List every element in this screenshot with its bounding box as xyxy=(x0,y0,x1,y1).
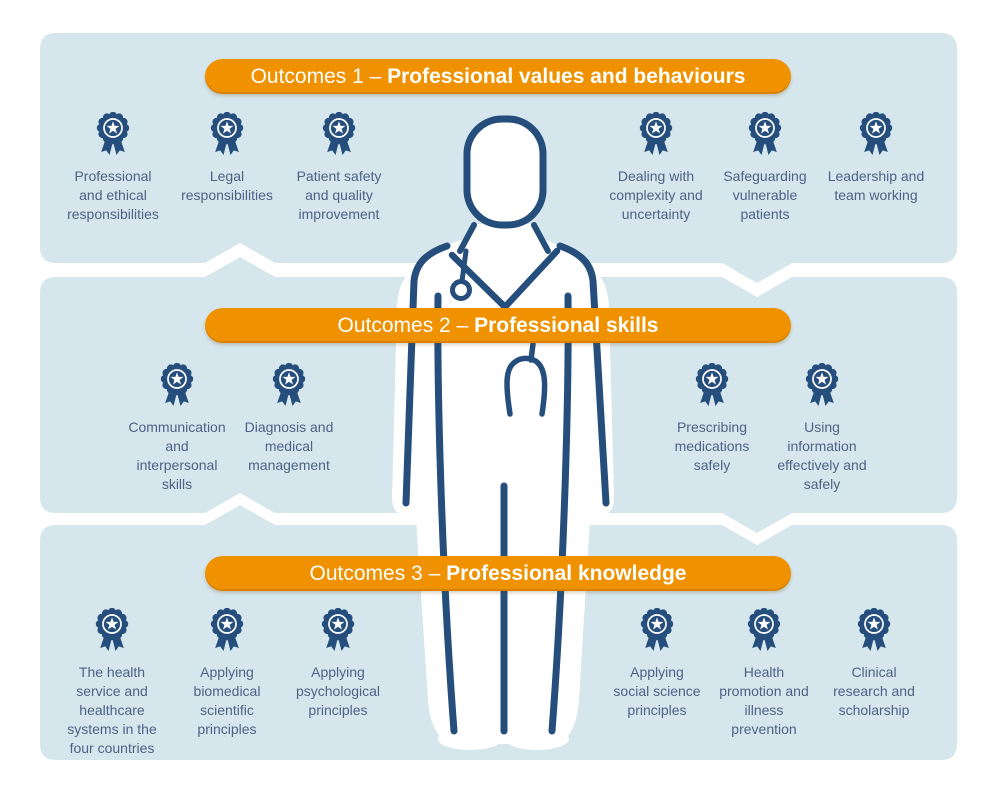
outcome-item-label: Dealing with complexity and uncertainty xyxy=(609,168,703,223)
doctor-left-arm xyxy=(402,242,451,507)
doctor-collar xyxy=(448,247,561,311)
rosette-award-icon xyxy=(859,112,893,155)
outcome-item-using-information: Using information effectively and safely xyxy=(752,363,892,494)
outcome-item-leadership: Leadership and team working xyxy=(806,112,946,205)
doctor-head xyxy=(463,115,547,229)
doctor-left-side xyxy=(434,292,458,735)
rosette-award-icon xyxy=(272,363,306,406)
outcome-item-label: Communication and interpersonal skills xyxy=(128,419,226,493)
outcome-item-label: Prescribing medications safely xyxy=(674,419,750,474)
outcomes-2-banner-title: Professional skills xyxy=(474,313,659,337)
outcome-item-clinical-research: Clinical research and scholarship xyxy=(804,608,944,720)
outcome-item-label: Clinical research and scholarship xyxy=(833,664,915,719)
rosette-award-icon xyxy=(695,363,729,406)
outcomes-3-banner: Outcomes 3 – Professional knowledge xyxy=(205,556,791,591)
rosette-award-icon xyxy=(748,112,782,155)
rosette-award-icon xyxy=(95,608,129,651)
outcome-item-label: The health service and healthcare system… xyxy=(67,664,157,757)
outcomes-3-banner-title: Professional knowledge xyxy=(446,561,687,585)
outcome-item-diagnosis: Diagnosis and medical management xyxy=(219,363,359,475)
outcomes-2-banner-prefix: Outcomes 2 – xyxy=(337,313,475,337)
doctor-neck-lines xyxy=(457,222,551,254)
outcome-item-label: Legal responsibilities xyxy=(181,168,273,204)
rosette-award-icon xyxy=(322,112,356,155)
outcome-item-label: Applying biomedical scientific principle… xyxy=(193,664,261,738)
outcome-item-label: Safeguarding vulnerable patients xyxy=(723,168,807,223)
rosette-award-icon xyxy=(857,608,891,651)
outcomes-1-banner-prefix: Outcomes 1 – xyxy=(250,64,388,88)
rosette-award-icon xyxy=(640,608,674,651)
outcomes-2-banner: Outcomes 2 – Professional skills xyxy=(205,308,791,343)
outcome-item-label: Health promotion and illness prevention xyxy=(719,664,809,738)
doctor-right-side xyxy=(548,292,572,735)
outcome-item-label: Professional and ethical responsibilitie… xyxy=(67,168,159,223)
rosette-award-icon xyxy=(639,112,673,155)
outcome-item-label: Diagnosis and medical management xyxy=(244,419,334,474)
outcomes-3-banner-prefix: Outcomes 3 – xyxy=(309,561,447,585)
outcome-item-patient-safety: Patient safety and quality improvement xyxy=(269,112,409,224)
outcomes-1-banner: Outcomes 1 – Professional values and beh… xyxy=(205,59,791,94)
outcomes-1-banner-title: Professional values and behaviours xyxy=(387,64,746,88)
outcome-item-label: Using information effectively and safely xyxy=(777,419,867,493)
rosette-award-icon xyxy=(96,112,130,155)
doctor-silhouette xyxy=(392,224,614,750)
outcome-item-psychological: Applying psychological principles xyxy=(268,608,408,720)
rosette-award-icon xyxy=(805,363,839,406)
doctor-right-arm xyxy=(556,242,610,507)
outcome-item-label: Patient safety and quality improvement xyxy=(296,168,382,223)
rosette-award-icon xyxy=(321,608,355,651)
rosette-award-icon xyxy=(210,112,244,155)
rosette-award-icon xyxy=(210,608,244,651)
outcome-item-label: Applying psychological principles xyxy=(295,664,381,719)
outcome-item-label: Applying social science principles xyxy=(613,664,701,719)
outcome-item-label: Leadership and team working xyxy=(827,168,925,204)
rosette-award-icon xyxy=(160,363,194,406)
rosette-award-icon xyxy=(747,608,781,651)
